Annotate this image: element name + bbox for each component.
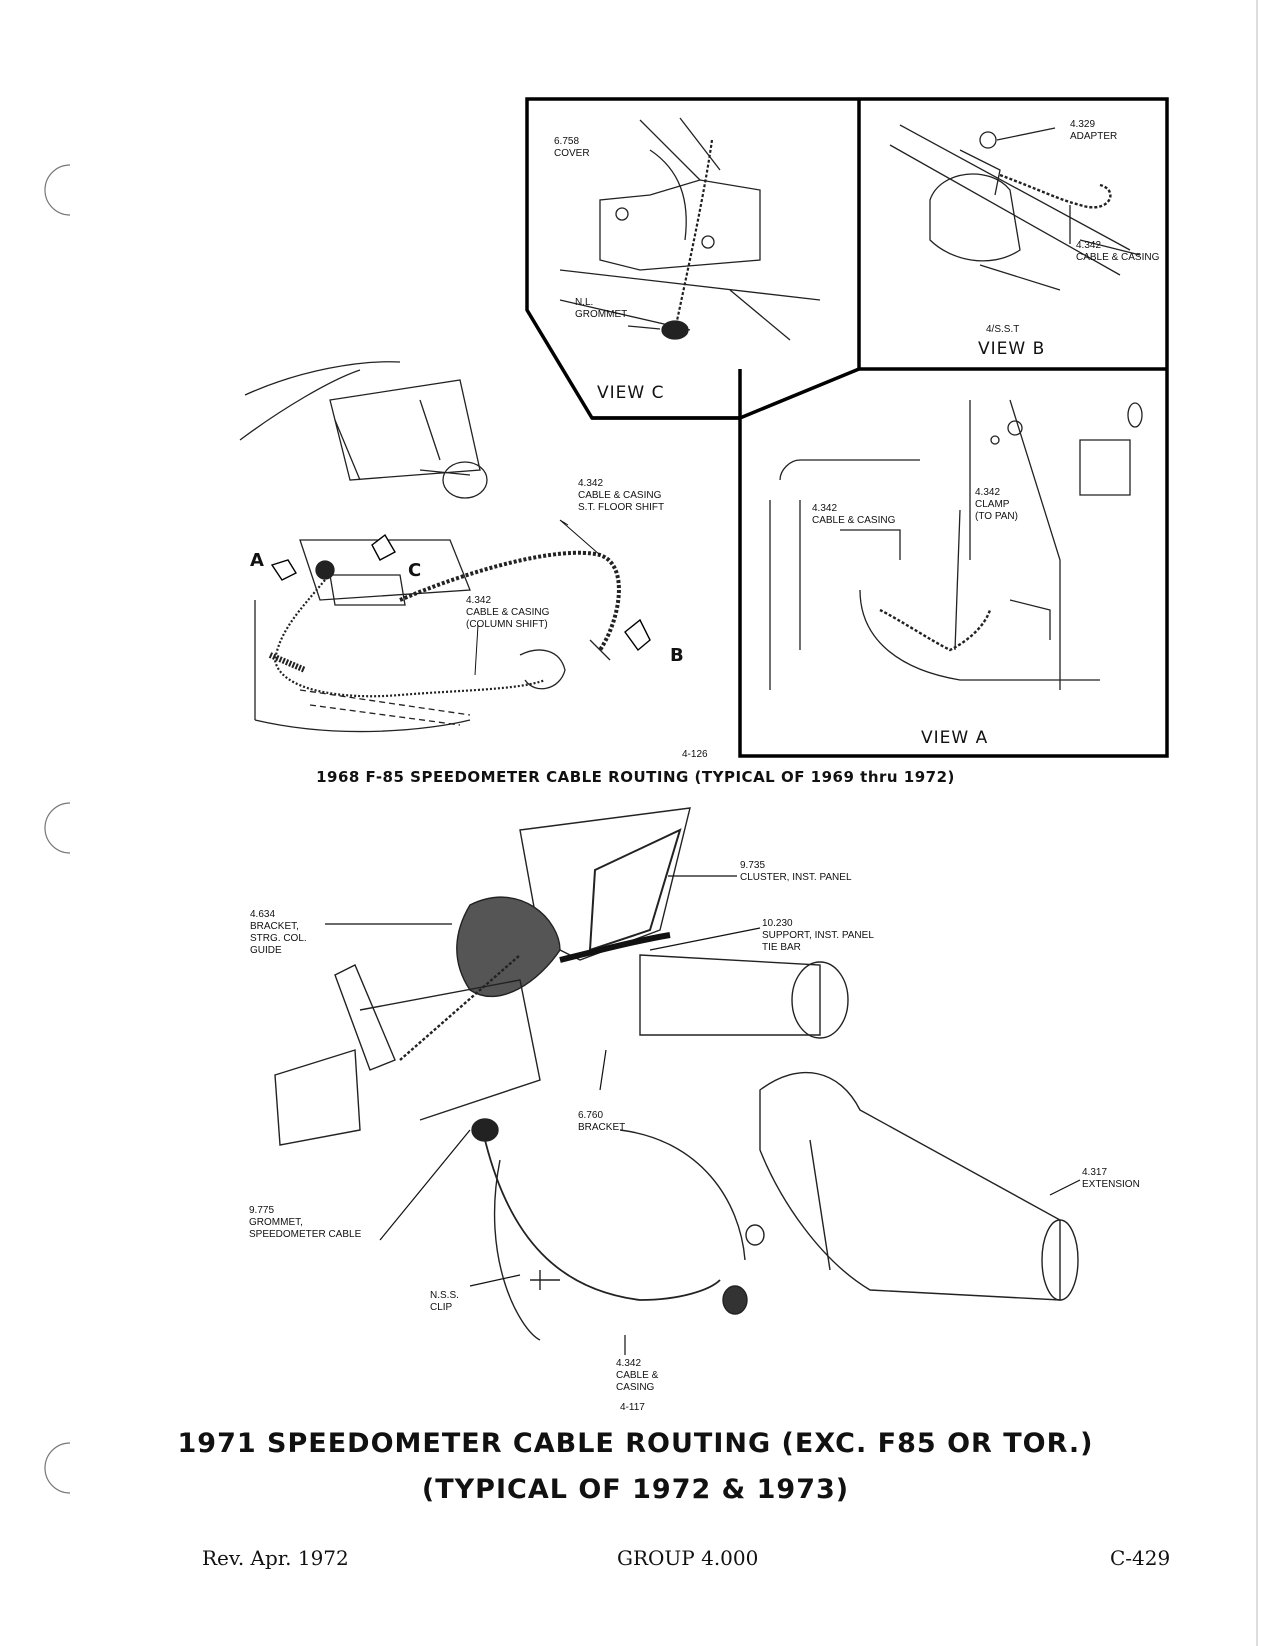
inset-frame: [525, 97, 1169, 758]
view-c-drawing: [559, 117, 821, 341]
arrow-c-label: C: [408, 560, 423, 581]
binder-holes: [44, 164, 71, 1494]
view-a-cable-label: 4.342 CABLE & CASING: [812, 503, 896, 526]
view-a-title: VIEW A: [921, 728, 989, 748]
bottom-cable-label: 4.342 CABLE & CASING: [616, 1358, 659, 1393]
arrow-c-icon: [371, 533, 396, 561]
arrow-b-label: B: [670, 645, 685, 666]
support-tie-bar-label: 10.230 SUPPORT, INST. PANEL TIE BAR: [762, 918, 874, 953]
group-number: GROUP 4.000: [617, 1546, 759, 1570]
view-b-title: VIEW B: [978, 339, 1046, 359]
main-routing-drawing: [239, 361, 621, 733]
grommet-nl-label: N.L. GROMMET: [575, 297, 628, 320]
binder-hole-top: [44, 164, 71, 216]
page-number: C-429: [1110, 1546, 1171, 1570]
floor-shift-label: 4.342 CABLE & CASING S.T. FLOOR SHIFT: [578, 478, 665, 513]
cover-label: 6.758 COVER: [554, 136, 590, 159]
bottom-caption-line2: (TYPICAL OF 1972 & 1973): [421, 1474, 850, 1505]
cluster-label: 9.735 CLUSTER, INST. PANEL: [740, 860, 852, 883]
binder-hole-middle: [44, 802, 71, 854]
bracket-guide-label: 4.634 BRACKET, STRG. COL. GUIDE: [250, 909, 307, 956]
view-a-drawing: [769, 399, 1143, 690]
top-figure-caption: 1968 F-85 SPEEDOMETER CABLE ROUTING (TYP…: [316, 768, 955, 786]
column-shift-label: 4.342 CABLE & CASING (COLUMN SHIFT): [466, 595, 550, 630]
arrow-a-label: A: [250, 550, 265, 571]
bracket-label: 6.760 BRACKET: [578, 1110, 626, 1133]
binder-hole-bottom: [44, 1442, 71, 1494]
nss-clip-label: N.S.S. CLIP: [430, 1290, 459, 1313]
bottom-caption-line1: 1971 SPEEDOMETER CABLE ROUTING (EXC. F85…: [177, 1428, 1094, 1459]
adapter-label: 4.329 ADAPTER: [1070, 119, 1118, 142]
view-c-title: VIEW C: [597, 383, 665, 403]
arrow-b-icon: [624, 618, 651, 652]
top-figure-number: 4-126: [682, 749, 708, 760]
bottom-callout-leaders: [325, 875, 1081, 1355]
revision-date: Rev. Apr. 1972: [202, 1546, 349, 1570]
grommet-speedometer-label: 9.775 GROMMET, SPEEDOMETER CABLE: [249, 1205, 362, 1240]
clamp-label: 4.342 CLAMP (TO PAN): [975, 487, 1018, 522]
view-b-drawing: [889, 124, 1141, 291]
extension-label: 4.317 EXTENSION: [1082, 1167, 1140, 1190]
sst-label: 4/S.S.T: [986, 324, 1020, 335]
bottom-figure-number: 4-117: [620, 1402, 645, 1413]
view-b-cable-label: 4.342 CABLE & CASING: [1076, 240, 1160, 263]
arrow-a-icon: [270, 559, 297, 581]
main-callout-leaders: [270, 519, 651, 676]
bottom-routing-drawing: [274, 807, 1079, 1341]
